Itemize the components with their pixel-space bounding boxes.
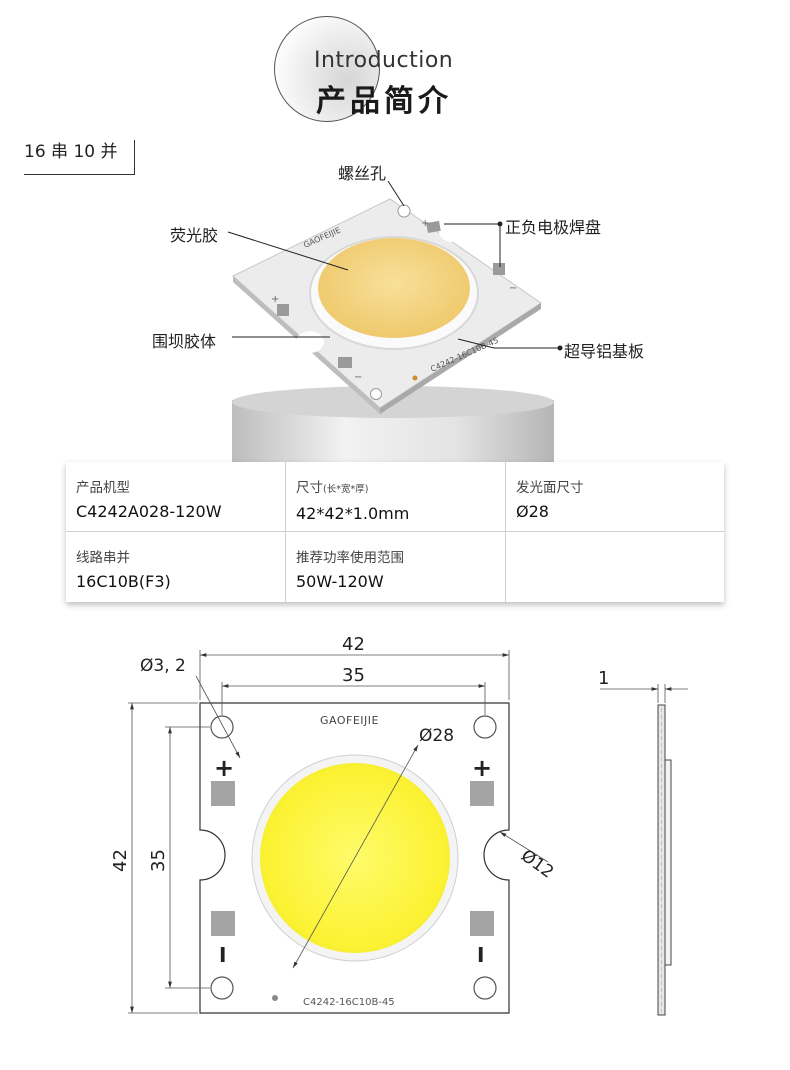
drawing-plus-right: + <box>472 754 492 782</box>
drawing-dim-hole-pitch-v: 35 <box>148 849 169 872</box>
drawing-hole-bl <box>210 976 234 1000</box>
drawing-brand: GAOFEIJIE <box>320 714 379 727</box>
spec-cell-size: 尺寸(长*宽*厚) 42*42*1.0mm <box>286 462 506 532</box>
spec-model-value: C4242A028-120W <box>76 502 222 521</box>
chip-photo-minus-right: − <box>509 283 517 294</box>
chip-photo-minus-left: − <box>354 372 362 383</box>
spec-table: 产品机型 C4242A028-120W 尺寸(长*宽*厚) 42*42*1.0m… <box>66 462 724 602</box>
header-title-cn: 产品简介 <box>316 84 452 119</box>
drawing-pad-br <box>470 911 494 936</box>
spec-cell-model: 产品机型 C4242A028-120W <box>66 462 286 532</box>
callout-electrode-pad: 正负电极焊盘 <box>505 218 602 237</box>
drawing-plus-left: + <box>214 754 234 782</box>
spec-power-label: 推荐功率使用范围 <box>296 550 404 566</box>
spec-emit-value: Ø28 <box>516 502 549 521</box>
drawing-dim-emit-dia: Ø28 <box>419 726 454 746</box>
drawing-dim-thickness: 1 <box>598 668 609 689</box>
chip-photo-plus-left: + <box>271 294 279 305</box>
chip-photo-plus-right: + <box>421 218 429 229</box>
header-circle-decoration <box>274 16 380 122</box>
drawing-pad-tr <box>470 781 494 806</box>
config-label: 16 串 10 并 <box>24 142 118 162</box>
drawing-dim-hole-pitch: 35 <box>342 665 365 686</box>
spec-size-note: (长*宽*厚) <box>323 484 369 495</box>
spec-model-label: 产品机型 <box>76 480 130 496</box>
drawing-hole-tl <box>210 715 234 739</box>
drawing-dim-height: 42 <box>110 849 131 872</box>
spec-circuit-value: 16C10B(F3) <box>76 572 171 591</box>
drawing-dim-width: 42 <box>342 634 365 655</box>
chip-board: GAOFEIJIE C4242-16C10B-45 + + − − <box>232 198 542 414</box>
drawing-dim-hole-dia: Ø3, 2 <box>140 656 186 676</box>
header-title-en: Introduction <box>314 48 454 73</box>
drawing-minus-left: I <box>219 943 226 967</box>
callout-substrate: 超导铝基板 <box>564 342 645 361</box>
callout-lines <box>227 180 560 349</box>
drawing-model: C4242-16C10B-45 <box>303 997 395 1008</box>
drawing-minus-right: I <box>477 943 484 967</box>
drawing-hole-br <box>473 976 497 1000</box>
drawing-dim-notch: Ø12 <box>517 846 557 883</box>
callout-screw-hole: 螺丝孔 <box>338 164 387 183</box>
spec-circuit-label: 线路串并 <box>76 550 130 566</box>
drawing-hole-tr <box>473 715 497 739</box>
spec-power-value: 50W-120W <box>296 572 384 591</box>
spec-size-label: 尺寸 <box>296 480 323 496</box>
drawing-side-view: 1 <box>598 668 688 1016</box>
callout-dam: 围坝胶体 <box>152 332 217 351</box>
technical-drawing: + + I I GAOFEIJIE C4242-16C10B-45 42 35 … <box>110 634 688 1016</box>
spec-cell-circuit: 线路串并 16C10B(F3) <box>66 532 286 602</box>
spec-emit-label: 发光面尺寸 <box>516 480 584 496</box>
spec-size-value: 42*42*1.0mm <box>296 504 410 523</box>
callout-phosphor: 荧光胶 <box>170 226 219 245</box>
spec-cell-empty <box>506 532 724 602</box>
drawing-pad-tl <box>211 781 235 806</box>
spec-cell-emit: 发光面尺寸 Ø28 <box>506 462 724 532</box>
spec-cell-power: 推荐功率使用范围 50W-120W <box>286 532 506 602</box>
product-photo: GAOFEIJIE C4242-16C10B-45 + + − − <box>227 180 563 462</box>
drawing-pad-bl <box>211 911 235 936</box>
